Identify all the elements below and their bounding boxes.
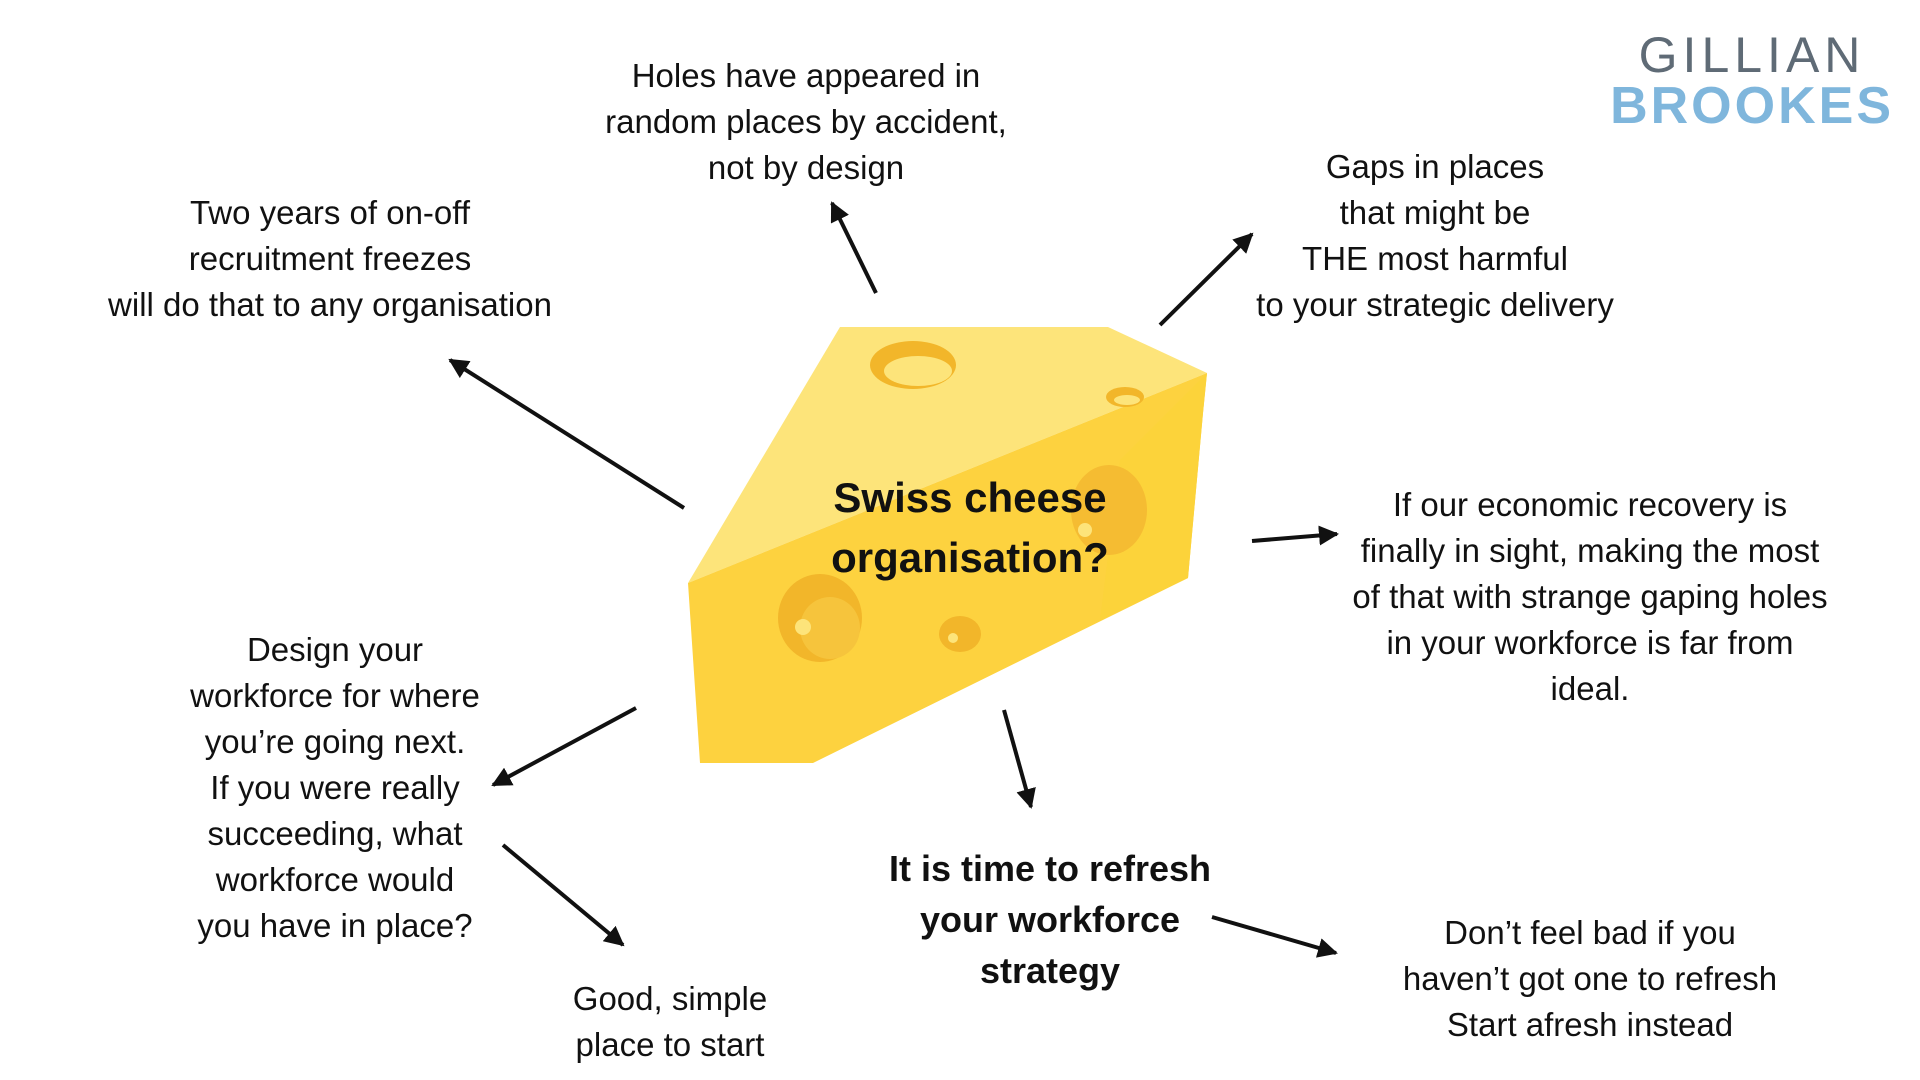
note-line: THE most harmful <box>1240 236 1630 282</box>
note-line: workforce for where <box>165 673 505 719</box>
arrow-to-top-note <box>832 203 876 293</box>
note-line: random places by accident, <box>596 99 1016 145</box>
cheese-hole-inner <box>884 356 952 386</box>
cheese-hole-highlight <box>948 633 958 643</box>
note-line: Good, simple <box>540 976 800 1022</box>
arrow-to-left-note <box>493 708 636 785</box>
note-line: not by design <box>596 145 1016 191</box>
arrow-to-right-note <box>1252 534 1337 541</box>
note-line: Gaps in places <box>1240 144 1630 190</box>
cheese-hole <box>939 616 981 652</box>
note-line: strategy <box>870 945 1230 996</box>
arrow-to-bottom-center-note <box>1004 710 1031 807</box>
note-line: It is time to refresh <box>870 843 1230 894</box>
note-line: your workforce <box>870 894 1230 945</box>
logo-first-name: GILLIAN <box>1610 30 1894 80</box>
note-line: ideal. <box>1340 666 1840 712</box>
note-line: of that with strange gaping holes <box>1340 574 1840 620</box>
note-top-left: Two years of on-off recruitment freezes … <box>95 190 565 328</box>
center-title-line: Swiss cheese <box>790 468 1150 528</box>
arrow-to-top-right-note <box>1160 234 1252 325</box>
note-line: workforce would <box>165 857 505 903</box>
note-line: Design your <box>165 627 505 673</box>
cheese-hole-inner <box>1114 395 1140 405</box>
arrow-to-bottom-left-note <box>503 845 623 945</box>
note-line: you have in place? <box>165 903 505 949</box>
note-line: that might be <box>1240 190 1630 236</box>
center-title-line: organisation? <box>790 528 1150 588</box>
center-title: Swiss cheese organisation? <box>790 468 1150 588</box>
arrow-to-top-left-note <box>450 360 684 508</box>
note-line: Don’t feel bad if you <box>1370 910 1810 956</box>
note-line: Holes have appeared in <box>596 53 1016 99</box>
note-line: Two years of on-off <box>95 190 565 236</box>
note-line: to your strategic delivery <box>1240 282 1630 328</box>
note-bottom-right: Don’t feel bad if you haven’t got one to… <box>1370 910 1810 1048</box>
note-left: Design your workforce for where you’re g… <box>165 627 505 949</box>
logo-last-name: BROOKES <box>1610 80 1894 132</box>
note-line: finally in sight, making the most <box>1340 528 1840 574</box>
note-line: in your workforce is far from <box>1340 620 1840 666</box>
cheese-hole-highlight <box>795 619 811 635</box>
note-line: succeeding, what <box>165 811 505 857</box>
note-line: If our economic recovery is <box>1340 482 1840 528</box>
note-bottom-center: It is time to refresh your workforce str… <box>870 843 1230 996</box>
note-line: place to start <box>540 1022 800 1068</box>
note-line: If you were really <box>165 765 505 811</box>
arrow-to-bottom-right-note <box>1212 917 1336 953</box>
note-right: If our economic recovery is finally in s… <box>1340 482 1840 712</box>
note-line: you’re going next. <box>165 719 505 765</box>
note-line: haven’t got one to refresh <box>1370 956 1810 1002</box>
note-bottom-left: Good, simple place to start <box>540 976 800 1068</box>
note-line: recruitment freezes <box>95 236 565 282</box>
note-top-right: Gaps in places that might be THE most ha… <box>1240 144 1630 328</box>
note-line: Start afresh instead <box>1370 1002 1810 1048</box>
note-top: Holes have appeared in random places by … <box>596 53 1016 191</box>
brand-logo: GILLIAN BROOKES <box>1610 30 1894 132</box>
note-line: will do that to any organisation <box>95 282 565 328</box>
